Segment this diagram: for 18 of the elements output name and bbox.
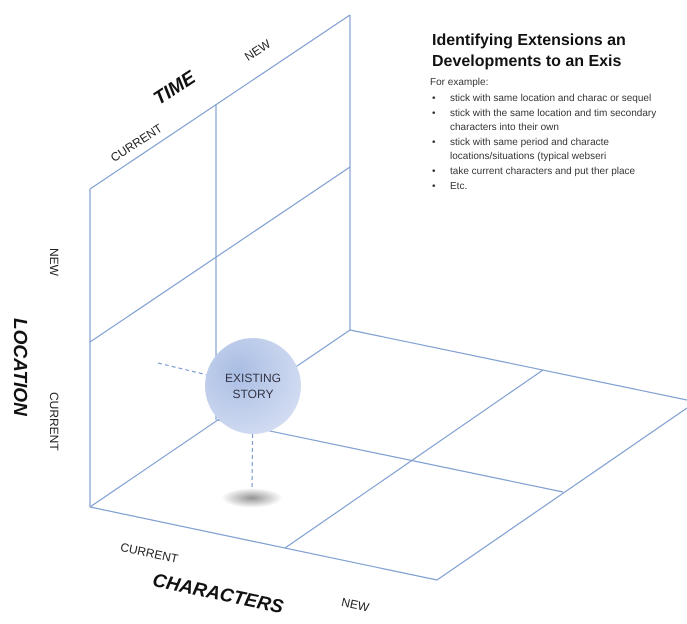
- intro-text: For example:: [430, 76, 490, 90]
- bullet-mark: •: [431, 92, 437, 106]
- bullet-mark: •: [431, 107, 437, 121]
- axis-value: CURRENT: [47, 392, 61, 451]
- axis-value: NEW: [340, 595, 370, 615]
- bullet-mark: •: [431, 136, 437, 150]
- projection-line: [158, 362, 206, 376]
- bullet-mark: •: [431, 165, 437, 179]
- bullet-item: Etc.: [450, 180, 468, 194]
- bullet-mark: •: [431, 180, 437, 194]
- bullet-item: stick with same location and charac or sequel: [450, 92, 652, 106]
- projection-line: [252, 434, 254, 488]
- axis-value: CURRENT: [119, 540, 180, 566]
- bullet-item: take current characters and put ther place: [450, 165, 636, 179]
- heading: Identifying Extensions an Developments to an Exis: [432, 31, 627, 72]
- story-circle: EXISTING STORY: [205, 338, 301, 434]
- axis-value: NEW: [47, 248, 61, 276]
- axis-title: LOCATION: [8, 318, 30, 416]
